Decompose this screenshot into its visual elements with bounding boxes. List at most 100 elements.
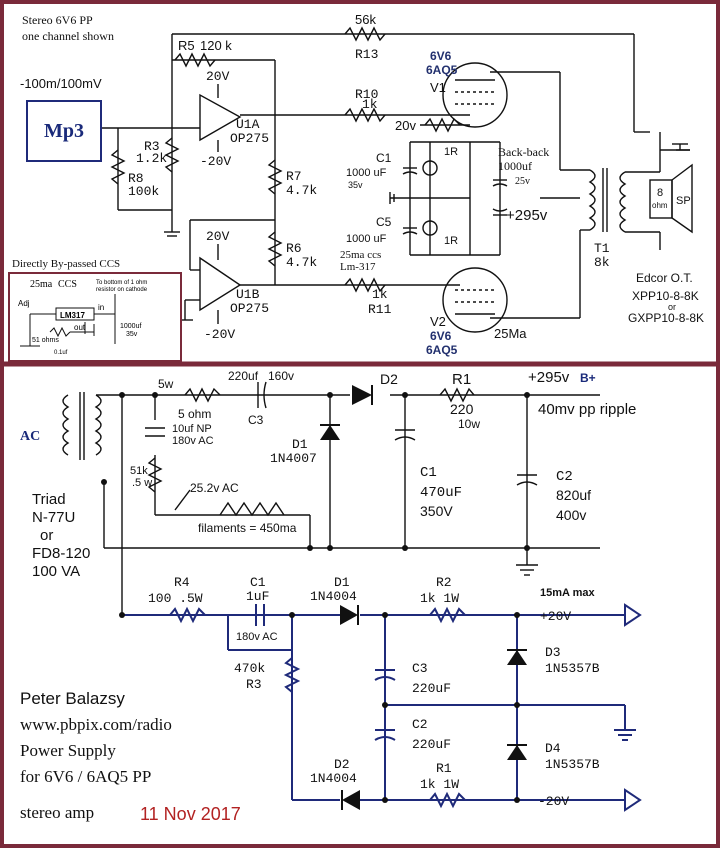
amp-wires [98,33,690,324]
speaker-ohm-unit: ohm [652,201,668,210]
ccs-inset-adj: Adj [18,299,30,308]
lv-max-current: 15mA max [540,587,596,599]
psu-c1-label: C1 [420,465,437,481]
ccs-inset-note1: To bottom of 1 ohm [96,280,147,286]
u1b-label: U1B [236,287,260,302]
lv-d2-label: D2 [334,757,350,772]
cathode-resistor-bottom: 1R [444,235,458,247]
output-tubes [442,62,508,333]
lv-c1-value: 1uF [246,589,269,604]
back-back-label: Back-back [498,145,549,159]
psu-c3-voltage: 160v [268,369,294,383]
ccs-inset-ma: 25ma [30,279,53,290]
amp-title-line1: Stereo 6V6 PP [22,13,93,27]
credit-line4: for 6V6 / 6AQ5 PP [20,767,151,786]
u1a-part: OP275 [230,131,269,146]
ot-line4: GXPP10-8-8K [628,311,704,325]
ccs-label2: Lm-317 [340,261,376,273]
mp3-source-box: Mp3 [26,100,102,162]
cathode-caps [402,160,508,236]
psu-np-voltage: 180v AC [172,435,214,447]
c1-label: C1 [376,151,392,165]
credit-line5: stereo amp [20,803,94,822]
mp3-label: Mp3 [44,119,84,142]
lv-r1-value: 1k 1W [420,777,459,792]
back-back-value: 1000uf [498,159,532,173]
v2-label: V2 [430,314,446,329]
lv-d1-part: 1N4004 [310,589,357,604]
output-transformer [588,163,693,234]
amp-resistors [110,26,461,293]
lv-d2-part: 1N4004 [310,771,357,786]
psu-hv-wires [62,392,600,615]
psu-r1-label: R1 [452,371,471,388]
top-tube-type2: 6AQ5 [426,63,458,77]
ot-line3: or [668,302,676,312]
psu-tx-line5: 100 VA [32,563,80,580]
psu-tx-line1: Triad [32,491,66,508]
psu-lv-components [169,603,642,812]
r13-value: 56k [355,12,376,27]
u1b-plus-supply: 20V [206,229,230,244]
c1-voltage: 35v [348,180,363,190]
psu-hv-diodes [101,385,530,551]
c1-value: 1000 uF [346,167,387,179]
lv-plus20: +20V [540,609,571,624]
psu-lv-wires [122,614,636,801]
r5-value: 120 k [200,38,232,53]
lv-ac180: 180v AC [236,631,278,643]
psu-tx-line3: or [40,527,53,544]
ccs-label1: 25ma ccs [340,249,381,261]
lv-r3-label: R3 [246,677,262,692]
r8-value: 100k [128,184,159,199]
r6-label: R6 [286,241,302,256]
u1b-part: OP275 [230,301,269,316]
ot-line1: Edcor O.T. [636,271,693,285]
r11-value: 1k [372,287,388,302]
op-amps [199,93,242,312]
r8-label: R8 [128,171,144,186]
psu-ac-label: AC [20,429,40,444]
r10-label: R10 [355,87,378,102]
ccs-inset-out: out [74,323,86,332]
ccs-inset-title: Directly By-passed CCS [12,258,121,270]
amp-title-line2: one channel shown [22,29,114,43]
amp-b-plus: +295v [506,207,548,224]
lv-r4-value: 100 .5W [148,591,203,606]
c5-value: 1000 uF [346,233,387,245]
r11-label: R11 [368,302,392,317]
psu-tx-line2: N-77U [32,509,75,526]
psu-d1-part: 1N4007 [270,451,317,466]
psu-r-watt: 5w [158,377,174,391]
r5-label: R5 [178,38,195,53]
psu-hv-resistors [145,381,538,517]
r10-value: 1k [362,97,378,112]
v1-label: V1 [430,80,446,95]
psu-c1-value: 470uF [420,485,462,501]
u1a-label: U1A [236,117,260,132]
ccs-inset-small-cap: 0.1uf [54,350,68,356]
psu-r-ohm: 5 ohm [178,407,211,421]
lv-r2-value: 1k 1W [420,591,459,606]
psu-r1-watt: 10w [458,417,480,431]
lv-r2-label: R2 [436,575,452,590]
psu-np-value: 10uf NP [172,423,212,435]
psu-c2-voltage: 400v [556,507,586,523]
psu-c2-label: C2 [556,469,573,485]
psu-c2-value: 820uf [556,487,591,503]
lv-d1-label: D1 [334,575,350,590]
bottom-tube-type2: 6AQ5 [426,343,458,357]
top-tube-type1: 6V6 [430,49,452,63]
t1-value: 8k [594,255,610,270]
t1-label: T1 [594,241,610,256]
lv-d3-label: D3 [545,645,561,660]
ccs-inset-cap: 1000uf [120,323,141,330]
r7-label: R7 [286,169,302,184]
lv-d4-label: D4 [545,741,561,756]
lv-d3-part: 1N5357B [545,661,600,676]
lv-c1-label: C1 [250,575,266,590]
psu-filaments: filaments = 450ma [198,521,297,535]
credit-name: Peter Balazsy [20,689,125,708]
credit-url: www.pbpix.com/radio [20,715,172,734]
